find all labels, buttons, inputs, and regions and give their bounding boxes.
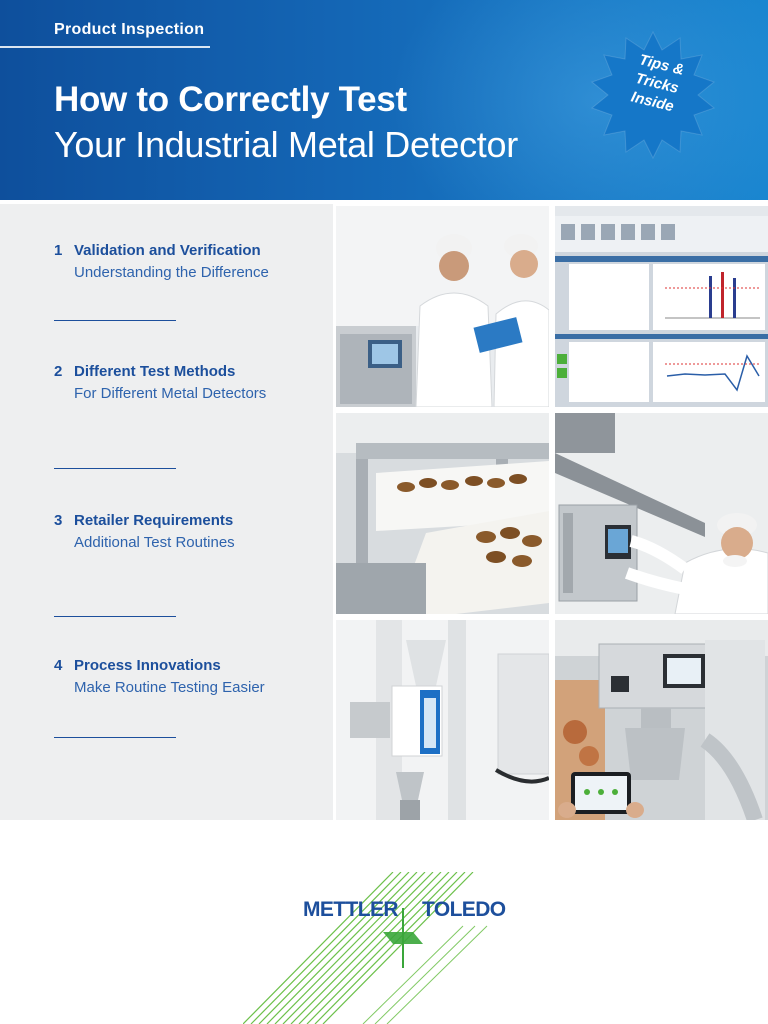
logo-word-right: TOLEDO bbox=[422, 898, 506, 921]
software-screenshot bbox=[555, 206, 768, 407]
divider bbox=[54, 468, 176, 469]
operator-touchscreen-photo bbox=[555, 413, 768, 614]
scientists-photo bbox=[336, 206, 549, 407]
item-title: Different Test Methods bbox=[74, 363, 236, 380]
item-number: 2 bbox=[54, 363, 63, 380]
logo-word-left: METTLER bbox=[303, 898, 399, 921]
conveyor-cookies-photo bbox=[336, 413, 549, 614]
item-title: Validation and Verification bbox=[74, 242, 261, 259]
item-subtitle: Additional Test Routines bbox=[74, 534, 235, 551]
item-subtitle: Make Routine Testing Easier bbox=[74, 679, 265, 696]
page-title-line2: Your Industrial Metal Detector bbox=[54, 124, 518, 165]
item-number: 3 bbox=[54, 512, 63, 529]
starburst-badge-icon bbox=[590, 30, 716, 160]
item-number: 1 bbox=[54, 242, 63, 259]
item-title: Retailer Requirements bbox=[74, 512, 234, 529]
divider bbox=[54, 737, 176, 738]
item-title: Process Innovations bbox=[74, 657, 221, 674]
contents-panel: 1 Validation and Verification Understand… bbox=[0, 204, 333, 820]
section-kicker: Product Inspection bbox=[54, 21, 205, 38]
page-title-line1: How to Correctly Test bbox=[54, 80, 407, 119]
tablet-remote-photo bbox=[555, 620, 768, 820]
item-subtitle: For Different Metal Detectors bbox=[74, 385, 267, 402]
divider bbox=[54, 320, 176, 321]
header-sheen bbox=[388, 0, 768, 200]
kicker-underline bbox=[0, 46, 210, 48]
header-banner: Product Inspection How to Correctly Test… bbox=[0, 0, 768, 200]
gravity-detector-photo bbox=[336, 620, 549, 820]
item-number: 4 bbox=[54, 657, 63, 674]
mettler-toledo-logo-icon bbox=[243, 872, 488, 1024]
divider bbox=[54, 616, 176, 617]
item-subtitle: Understanding the Difference bbox=[74, 264, 269, 281]
